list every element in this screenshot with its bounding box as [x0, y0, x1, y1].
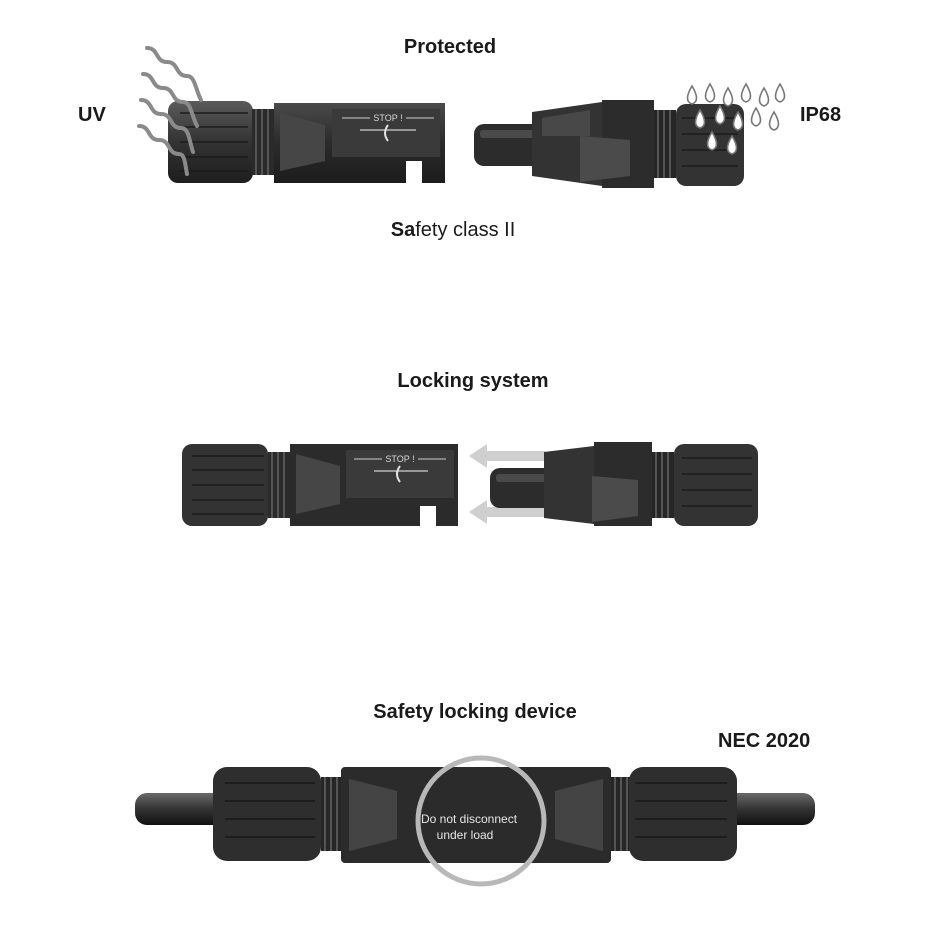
safety-locking-title: Safety locking device — [373, 701, 577, 723]
safety-class-bold: Sa — [390, 219, 416, 241]
mated-connector-assembly: Do not disconnect under load — [135, 755, 815, 887]
water-drops-icon — [686, 82, 786, 155]
safety-class-label: Safety class II — [391, 219, 516, 242]
female-connector-stop-text: STOP ! — [373, 113, 402, 123]
uv-waves-icon — [137, 46, 203, 176]
insert-arrows-icon — [469, 444, 545, 524]
female-connector-locking: STOP ! — [182, 444, 458, 526]
protected-title: Protected — [403, 36, 497, 58]
nec-2020-label: NEC 2020 — [718, 730, 811, 752]
safety-class-rest: fety class II — [415, 219, 516, 241]
ip68-label: IP68 — [800, 104, 842, 126]
male-connector-locking — [490, 442, 758, 526]
male-connector-protected — [474, 100, 744, 188]
locking-connector-stop-text: STOP ! — [385, 454, 414, 464]
female-connector-protected: STOP ! — [168, 101, 445, 183]
uv-label: UV — [78, 104, 106, 126]
lock-highlight-ring — [415, 755, 547, 887]
locking-system-title: Locking system — [397, 370, 549, 392]
warning-line-2: under load — [437, 828, 494, 842]
warning-line-1: Do not disconnect — [421, 812, 518, 826]
